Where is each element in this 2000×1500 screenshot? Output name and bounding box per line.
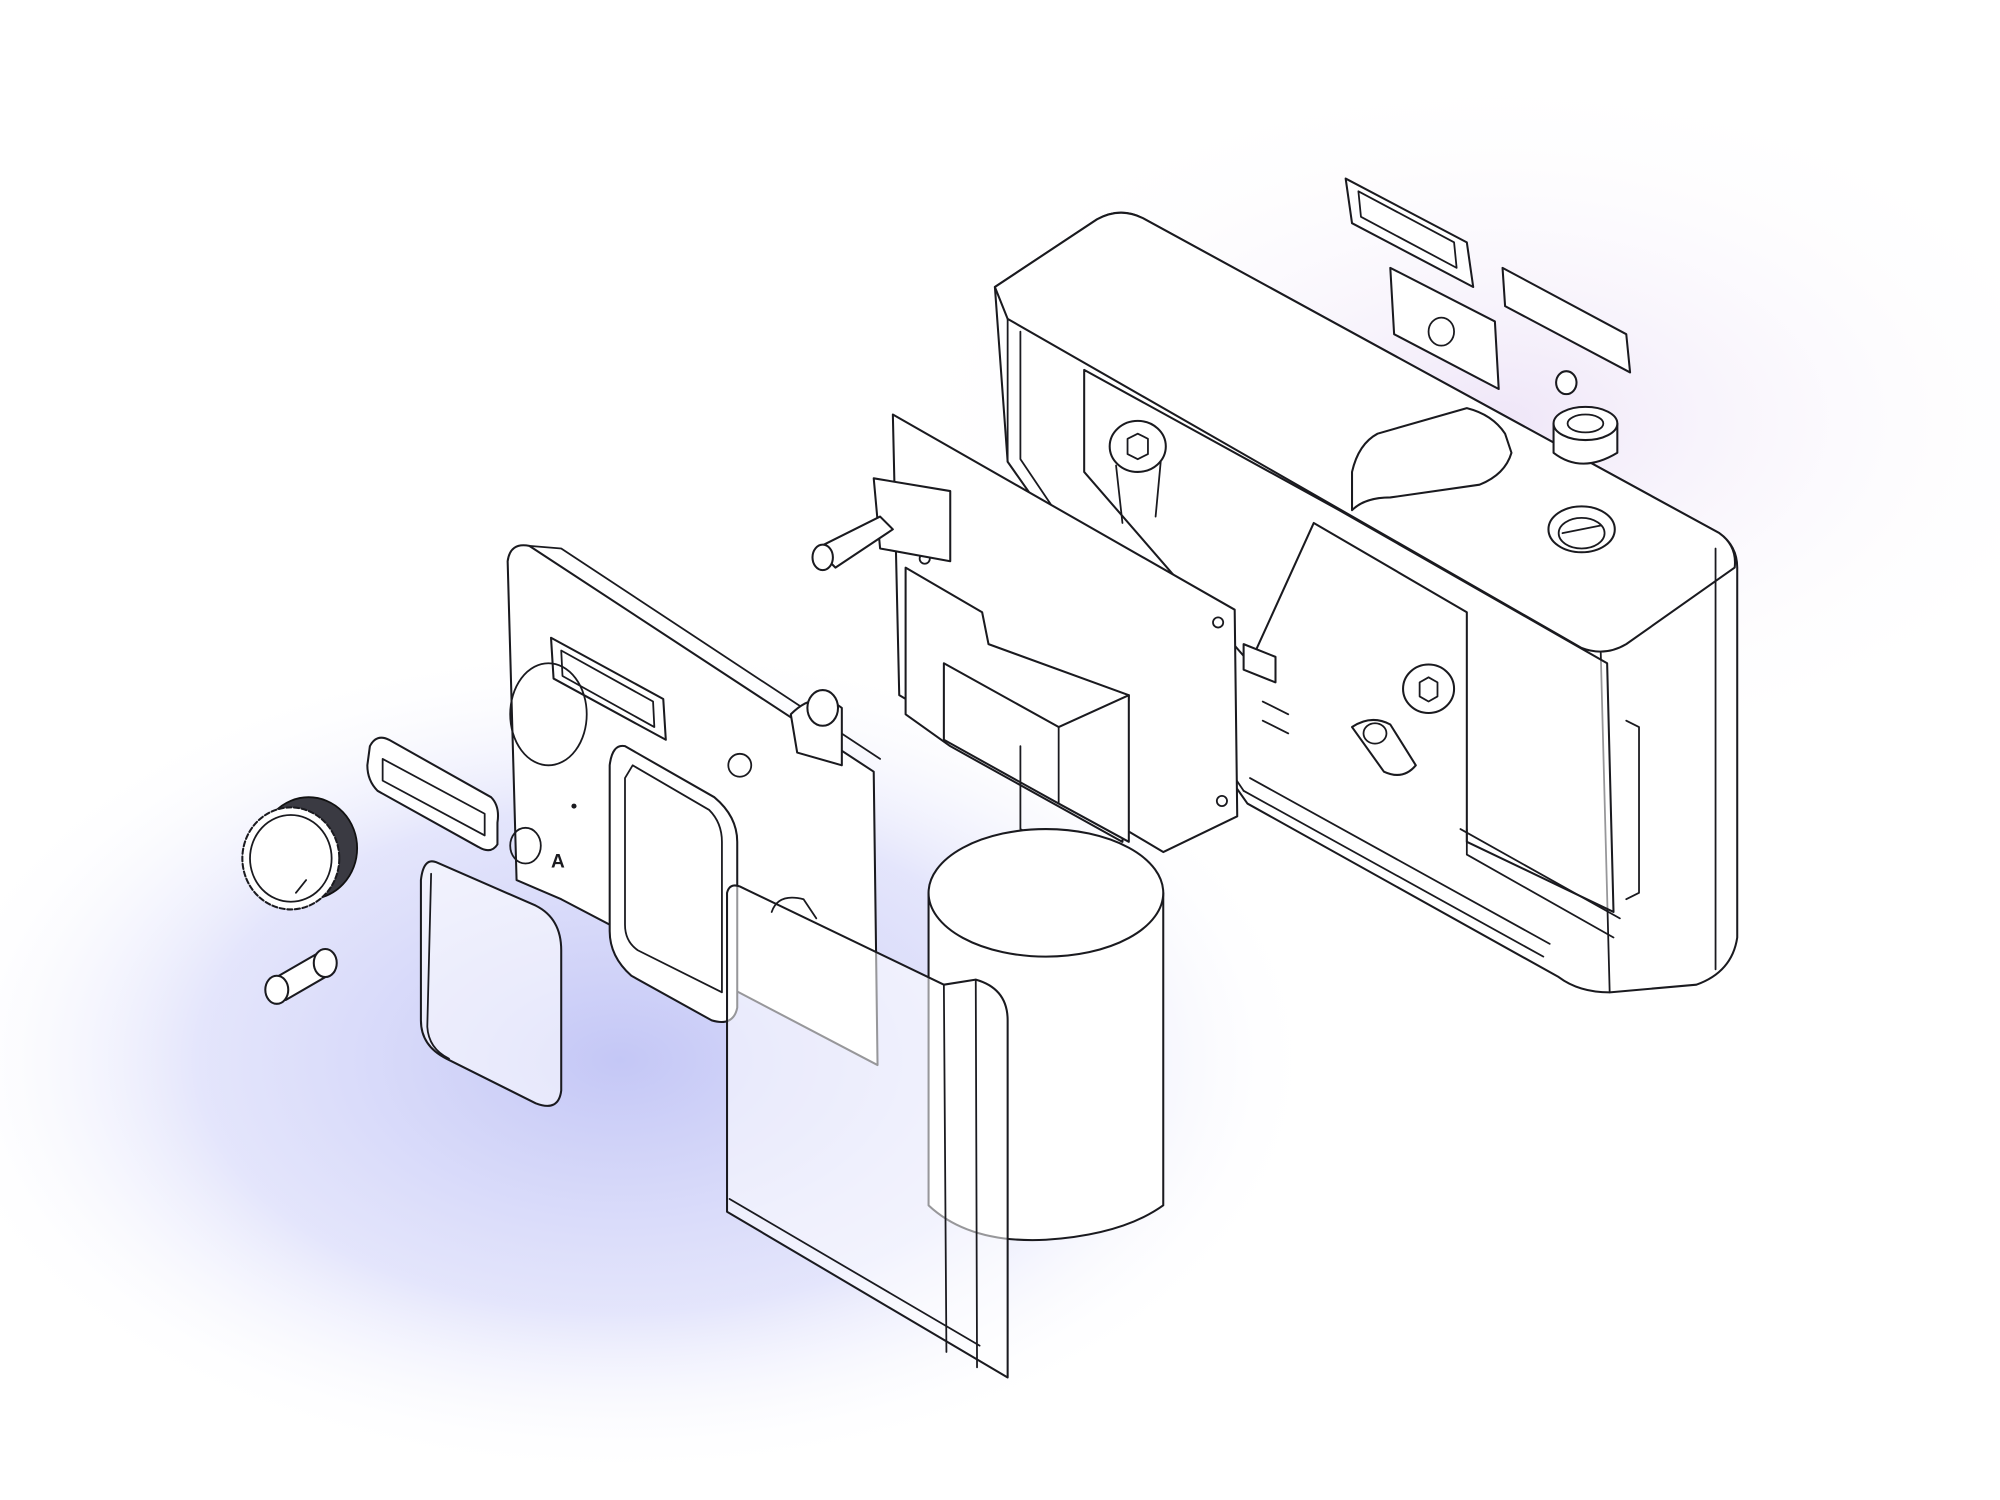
shutter-hole xyxy=(1547,505,1616,554)
rear-body-shell xyxy=(993,211,1739,994)
top-cover-plate-3 xyxy=(1501,266,1632,396)
advance-dial-gear xyxy=(241,796,359,911)
top-cover-plate-2 xyxy=(1389,266,1500,391)
dial-pin xyxy=(264,947,338,1005)
hex-screw-lower xyxy=(1351,663,1456,776)
top-cover-plate-1 xyxy=(1344,177,1475,289)
shutter-button-boss xyxy=(1552,405,1619,465)
grip-cover xyxy=(726,884,1009,1379)
hex-screw-upper xyxy=(1108,419,1167,524)
plate-marking-label: A xyxy=(551,851,565,872)
potentiometer-knob xyxy=(811,477,952,572)
pcb-board xyxy=(891,413,1290,854)
lens-cover xyxy=(419,860,563,1107)
viewfinder-window xyxy=(366,736,500,852)
